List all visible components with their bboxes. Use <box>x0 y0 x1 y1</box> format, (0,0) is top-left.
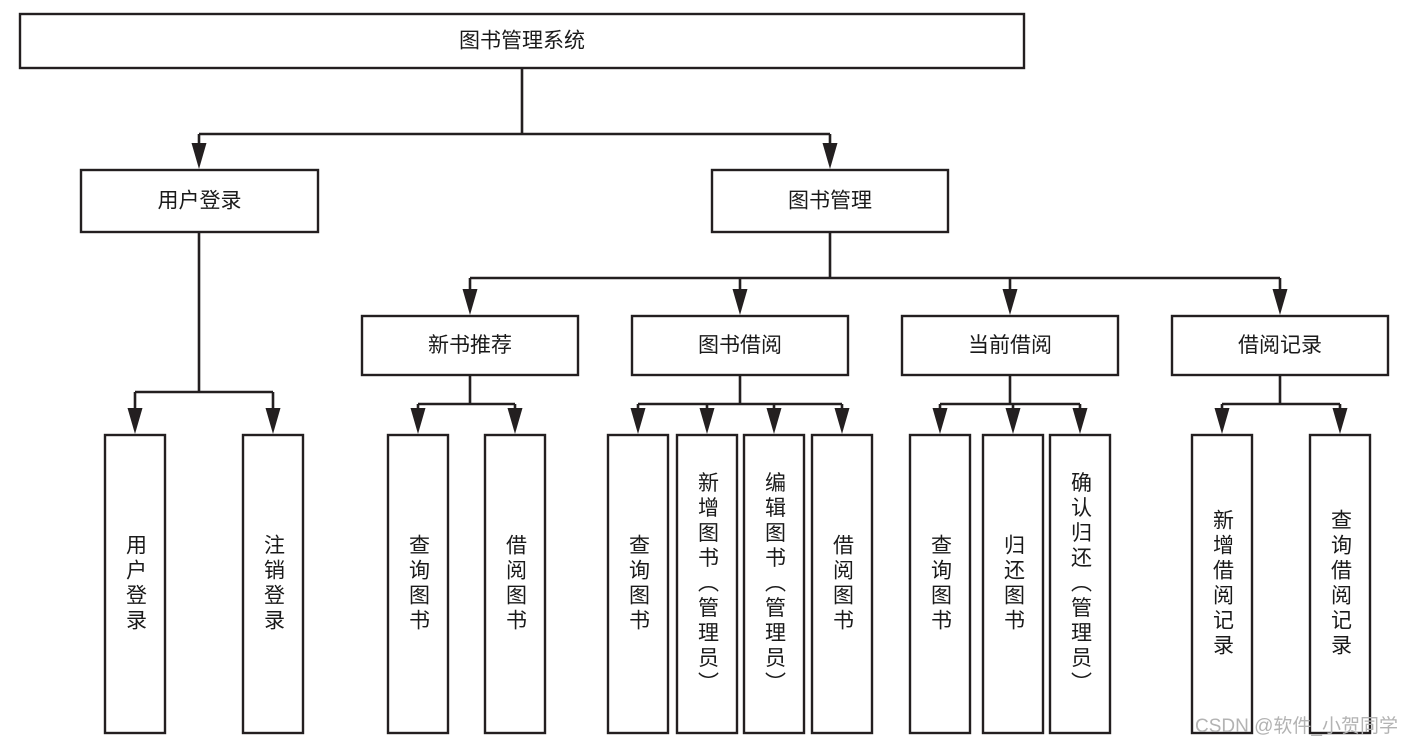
node-box[interactable] <box>483 433 547 735</box>
node-label: 借阅记录 <box>1238 334 1322 357</box>
arrow-head-icon <box>766 408 782 434</box>
node-leaf-query-book-1[interactable]: 查询图书 <box>386 433 450 735</box>
arrow-head-icon <box>462 289 478 315</box>
node-box[interactable] <box>675 433 739 735</box>
node-label: 确认归还（管理员） <box>1069 472 1093 697</box>
arrow-head-icon <box>1332 408 1348 434</box>
node-label: 当前借阅 <box>968 334 1052 357</box>
node-label: 用户登录 <box>158 190 242 213</box>
node-label: 查询图书 <box>627 534 651 634</box>
arrow-head-icon <box>822 143 838 169</box>
node-leaf-borrow-book-2[interactable]: 借阅图书 <box>810 433 874 735</box>
node-leaf-user-login[interactable]: 用户登录 <box>103 433 167 735</box>
node-label: 用户登录 <box>124 534 148 634</box>
arrow-head-icon <box>127 408 143 434</box>
node-box[interactable] <box>103 433 167 735</box>
node-box[interactable] <box>606 433 670 735</box>
node-box[interactable] <box>79 168 320 234</box>
connectors-layer <box>127 68 1348 434</box>
node-label: 图书借阅 <box>698 334 782 357</box>
node-box[interactable] <box>810 433 874 735</box>
node-box[interactable] <box>742 433 806 735</box>
node-box[interactable] <box>18 12 1026 70</box>
node-new-book-rec[interactable]: 新书推荐 <box>360 314 580 377</box>
arrow-head-icon <box>932 408 948 434</box>
node-leaf-add-record[interactable]: 新增借阅记录 <box>1190 433 1254 735</box>
arrow-head-icon <box>732 289 748 315</box>
node-box[interactable] <box>1170 314 1390 377</box>
node-label: 新增图书（管理员） <box>696 472 720 697</box>
node-label: 注销登录 <box>262 534 286 634</box>
connector-userlogin-to-leaves <box>127 232 281 434</box>
node-label: 新书推荐 <box>428 334 512 357</box>
node-label: 查询借阅记录 <box>1329 509 1353 659</box>
node-leaf-add-book[interactable]: 新增图书（管理员） <box>675 433 739 735</box>
node-current-borrow[interactable]: 当前借阅 <box>900 314 1120 377</box>
node-leaf-logout[interactable]: 注销登录 <box>241 433 305 735</box>
node-label: 编辑图书（管理员） <box>763 472 787 697</box>
connector-borrow-to-leaves <box>630 375 850 434</box>
node-box[interactable] <box>908 433 972 735</box>
node-borrow-record[interactable]: 借阅记录 <box>1170 314 1390 377</box>
node-box[interactable] <box>1048 433 1112 735</box>
node-leaf-query-book-3[interactable]: 查询图书 <box>908 433 972 735</box>
node-book-borrow[interactable]: 图书借阅 <box>630 314 850 377</box>
node-box[interactable] <box>241 433 305 735</box>
node-label: 借阅图书 <box>831 534 855 634</box>
node-box[interactable] <box>900 314 1120 377</box>
connector-newbook-to-leaves <box>410 375 523 434</box>
connector-record-to-leaves <box>1214 375 1348 434</box>
node-label: 归还图书 <box>1002 534 1026 634</box>
node-label: 查询图书 <box>407 534 431 634</box>
connector-bookmanage-to-level2 <box>462 232 1288 315</box>
node-box[interactable] <box>630 314 850 377</box>
arrow-head-icon <box>834 408 850 434</box>
node-box[interactable] <box>360 314 580 377</box>
node-root[interactable]: 图书管理系统 <box>18 12 1026 70</box>
arrow-head-icon <box>630 408 646 434</box>
arrow-head-icon <box>410 408 426 434</box>
node-book-manage[interactable]: 图书管理 <box>710 168 950 234</box>
node-label: 图书管理 <box>788 190 872 213</box>
csdn-watermark: CSDN @软件_小贺同学 <box>1195 715 1398 737</box>
node-box[interactable] <box>981 433 1045 735</box>
arrow-head-icon <box>1002 289 1018 315</box>
node-box[interactable] <box>386 433 450 735</box>
arrow-head-icon <box>191 143 207 169</box>
node-leaf-query-book-2[interactable]: 查询图书 <box>606 433 670 735</box>
node-leaf-edit-book[interactable]: 编辑图书（管理员） <box>742 433 806 735</box>
arrow-head-icon <box>1214 408 1230 434</box>
node-box[interactable] <box>710 168 950 234</box>
node-label: 新增借阅记录 <box>1211 509 1235 659</box>
node-label: 借阅图书 <box>504 534 528 634</box>
node-leaf-borrow-book-1[interactable]: 借阅图书 <box>483 433 547 735</box>
node-label: 图书管理系统 <box>459 30 585 53</box>
connector-root-to-level1 <box>191 68 838 169</box>
node-box[interactable] <box>1190 433 1254 735</box>
arrow-head-icon <box>699 408 715 434</box>
arrow-head-icon <box>1072 408 1088 434</box>
node-box[interactable] <box>1308 433 1372 735</box>
node-user-login[interactable]: 用户登录 <box>79 168 320 234</box>
node-leaf-return-book[interactable]: 归还图书 <box>981 433 1045 735</box>
nodes-layer: 图书管理系统用户登录图书管理新书推荐图书借阅当前借阅借阅记录用户登录注销登录查询… <box>18 12 1390 735</box>
arrow-head-icon <box>1272 289 1288 315</box>
arrow-head-icon <box>507 408 523 434</box>
node-leaf-confirm-return[interactable]: 确认归还（管理员） <box>1048 433 1112 735</box>
arrow-head-icon <box>1005 408 1021 434</box>
connector-current-to-leaves <box>932 375 1088 434</box>
node-leaf-query-record[interactable]: 查询借阅记录 <box>1308 433 1372 735</box>
arrow-head-icon <box>265 408 281 434</box>
node-label: 查询图书 <box>929 534 953 634</box>
